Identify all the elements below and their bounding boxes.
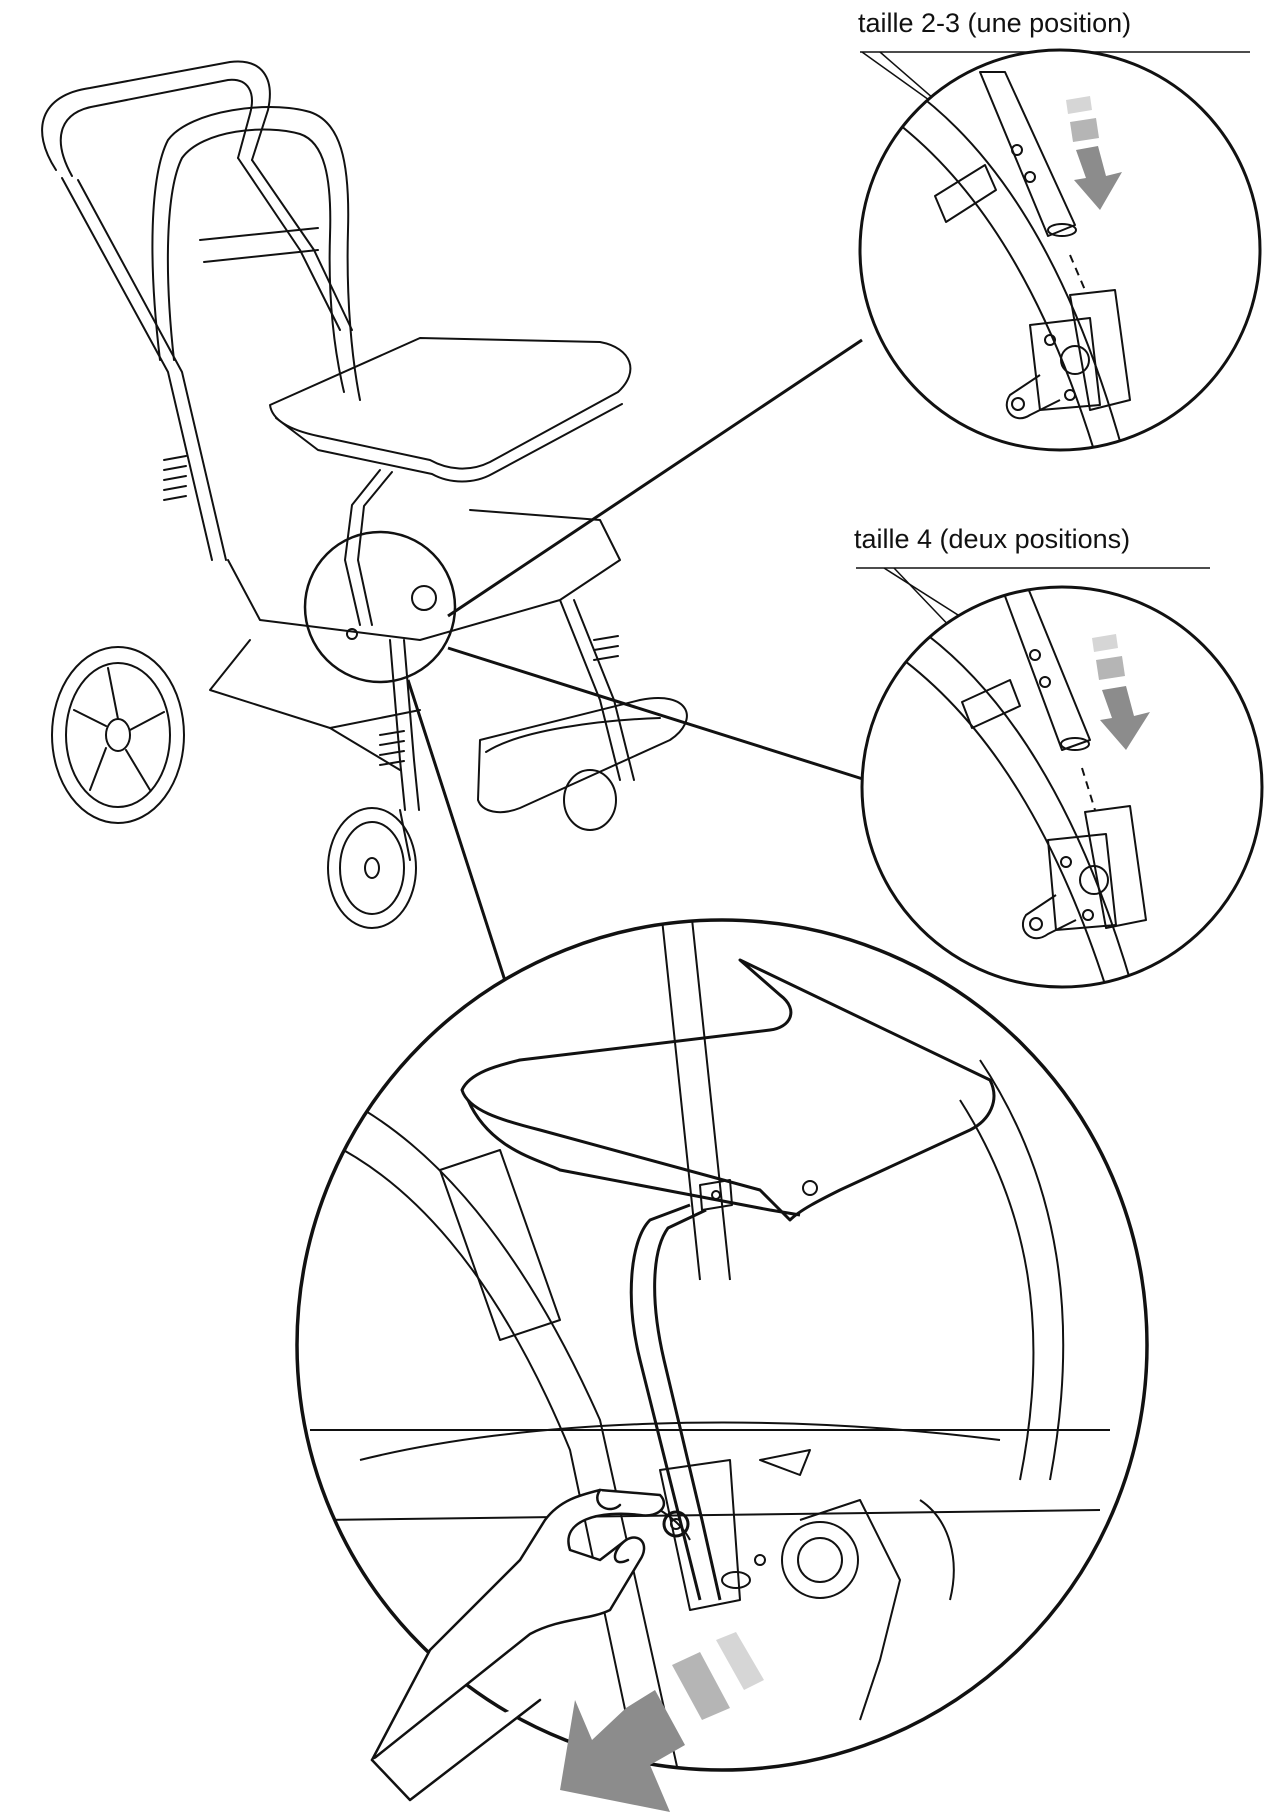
stroller-overview bbox=[42, 61, 687, 928]
detail-size-2-3 bbox=[860, 50, 1260, 470]
hand bbox=[372, 1490, 664, 1800]
tray-post bbox=[345, 470, 380, 625]
size-4-label: taille 4 (deux positions) bbox=[854, 524, 1131, 554]
detail-tray-mount bbox=[297, 900, 1147, 1812]
tray-post-close-up bbox=[631, 1205, 700, 1600]
seat-base bbox=[228, 510, 620, 640]
front-leg bbox=[390, 640, 405, 810]
seat-back bbox=[152, 107, 360, 400]
arrow-down-icon bbox=[1066, 96, 1122, 210]
detail-size-4 bbox=[862, 587, 1262, 1000]
tray-close-up bbox=[462, 960, 994, 1220]
callout-lines bbox=[408, 340, 866, 990]
arrow-down-icon bbox=[1092, 634, 1150, 750]
push-handle bbox=[42, 61, 270, 170]
rear-wheel bbox=[52, 647, 184, 823]
size-2-3-label: taille 2-3 (une position) bbox=[858, 8, 1132, 38]
detail-callout-circle bbox=[305, 532, 455, 682]
arrow-pull-icon bbox=[560, 1632, 764, 1812]
rear-frame-tube bbox=[62, 178, 212, 560]
front-caster-wheel bbox=[328, 808, 416, 928]
footrest bbox=[478, 698, 687, 812]
tray bbox=[270, 338, 630, 469]
suspension-spring bbox=[164, 456, 618, 765]
footrest-wheel bbox=[564, 770, 616, 830]
